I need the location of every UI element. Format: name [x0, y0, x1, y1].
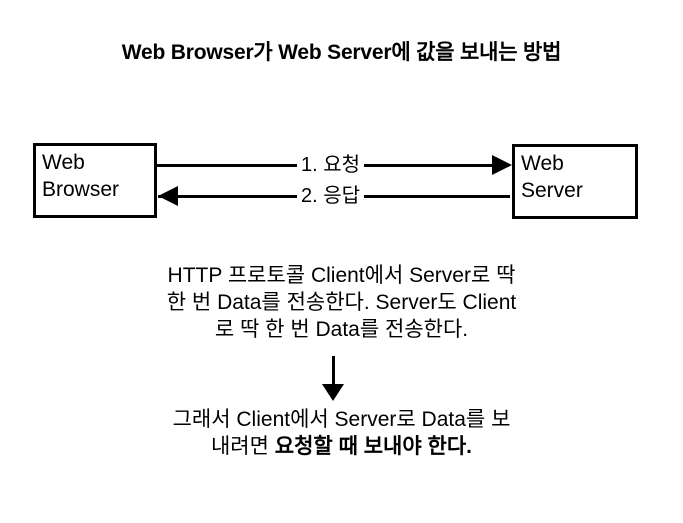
node-web-browser-line2: Browser — [42, 177, 120, 201]
conclusion-line2-normal: 내려면 — [210, 435, 275, 458]
arrow-down-icon — [322, 384, 344, 401]
arrow-left-icon — [158, 186, 178, 206]
node-web-browser: Web Browser — [33, 143, 157, 218]
arrow-right-icon — [492, 155, 512, 175]
node-web-browser-line1: Web — [42, 151, 85, 174]
explanation-top-line1: HTTP 프로토콜 Client에서 Server로 딱 — [167, 264, 516, 287]
page-title: Web Browser가 Web Server에 값을 보내는 방법 — [121, 41, 562, 64]
explanation-top-line2: 한 번 Data를 전송한다. Server도 Client — [166, 291, 517, 314]
node-web-server: Web Server — [512, 144, 638, 219]
conclusion-paragraph: 그래서 Client에서 Server로 Data를 보 내려면 요청할 때 보… — [0, 406, 683, 460]
node-web-server-line1: Web — [521, 152, 564, 175]
arrow-down-icon-shaft — [332, 356, 335, 386]
response-arrow-label: 2. 응답 — [297, 184, 365, 208]
request-arrow-label: 1. 요청 — [297, 153, 365, 177]
node-web-server-line2: Server — [521, 178, 583, 202]
explanation-paragraph-top: HTTP 프로토콜 Client에서 Server로 딱 한 번 Data를 전… — [0, 262, 683, 343]
conclusion-line2: 내려면 요청할 때 보내야 한다. — [0, 433, 683, 460]
explanation-top-line3: 로 딱 한 번 Data를 전송한다. — [214, 318, 469, 341]
conclusion-line2-emphasis: 요청할 때 보내야 한다. — [274, 435, 472, 458]
conclusion-line1: 그래서 Client에서 Server로 Data를 보 — [172, 408, 511, 431]
